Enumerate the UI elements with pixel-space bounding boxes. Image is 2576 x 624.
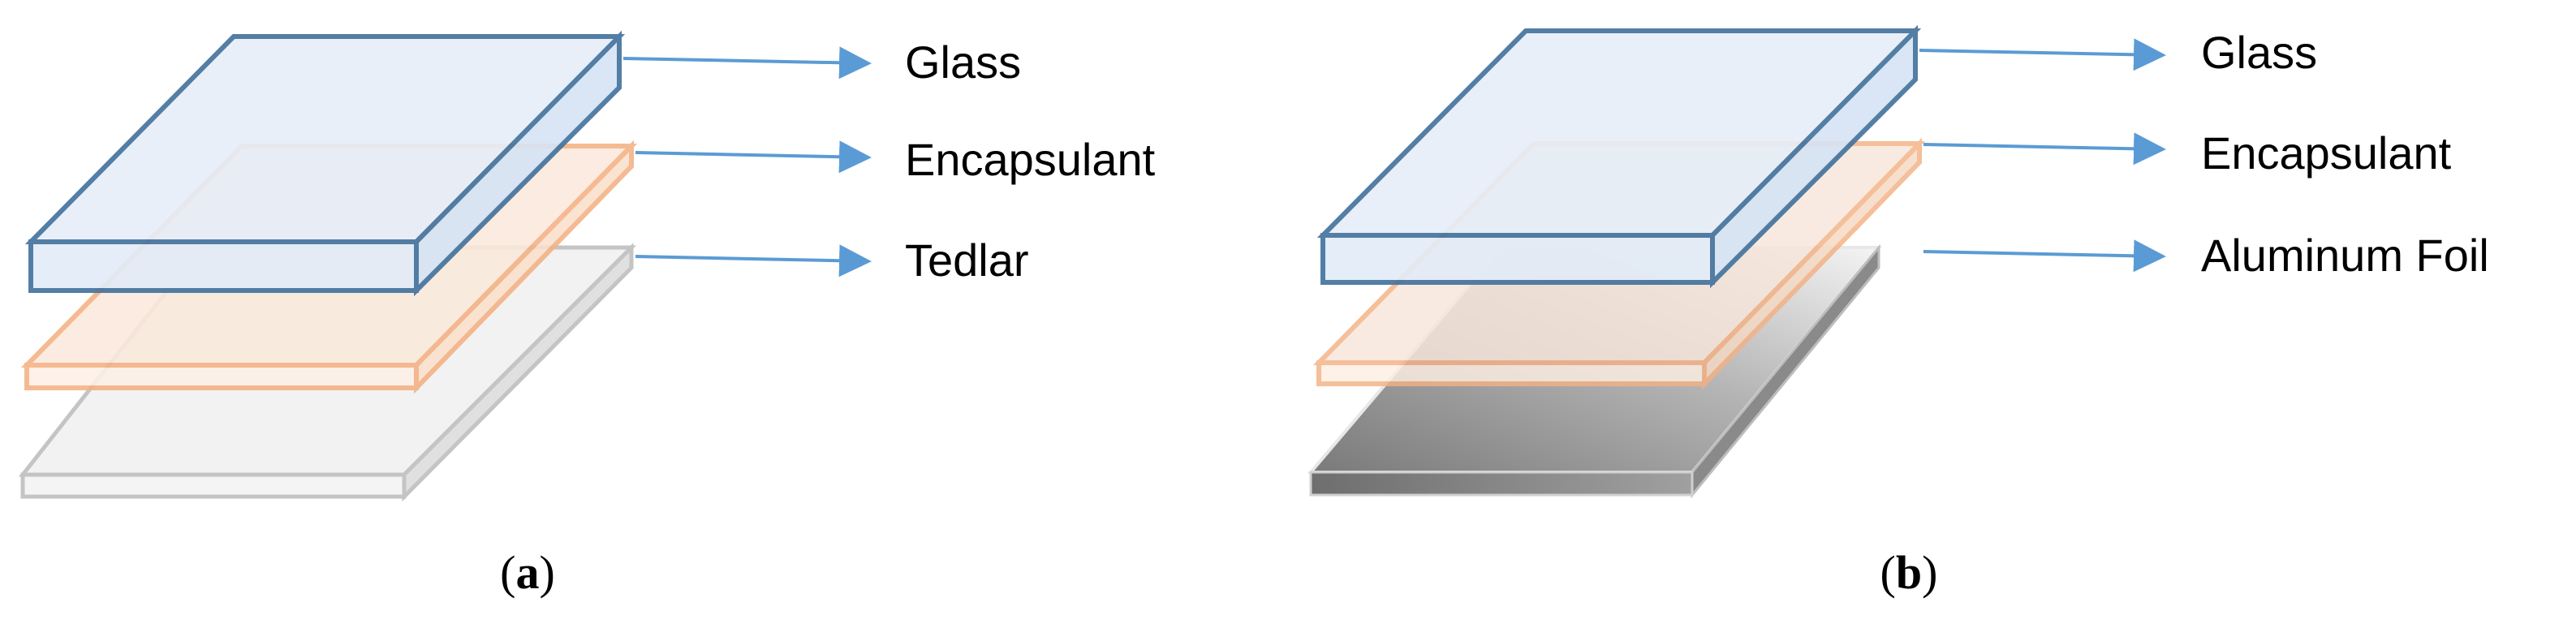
label-encapsulant-a: Encapsulant (905, 134, 1156, 185)
caption-b: (b) (1880, 546, 1938, 599)
label-glass-a: Glass (905, 37, 1021, 88)
label-aluminum-foil: Aluminum Foil (2201, 230, 2489, 281)
encapsulant-arrow-b (1923, 132, 2166, 166)
label-glass-b: Glass (2201, 27, 2317, 78)
caption-a-letter: a (516, 546, 540, 599)
caption-a: (a) (500, 546, 555, 599)
encapsulant-arrow (635, 140, 872, 174)
panel-a: Glass Encapsulant Tedlar (a) (18, 30, 1156, 599)
glass-layer (24, 30, 626, 297)
label-encapsulant-b: Encapsulant (2201, 127, 2452, 179)
label-tedlar-a: Tedlar (905, 235, 1029, 286)
tedlar-arrow (635, 244, 872, 278)
glass-arrow (622, 46, 872, 80)
panel-b: Glass Encapsulant Aluminum Foil (b) (1307, 24, 2489, 599)
aluminum-foil-arrow (1923, 239, 2166, 273)
glass-layer-b (1316, 24, 1922, 289)
glass-arrow-b (1919, 38, 2166, 71)
caption-b-letter: b (1896, 546, 1922, 599)
